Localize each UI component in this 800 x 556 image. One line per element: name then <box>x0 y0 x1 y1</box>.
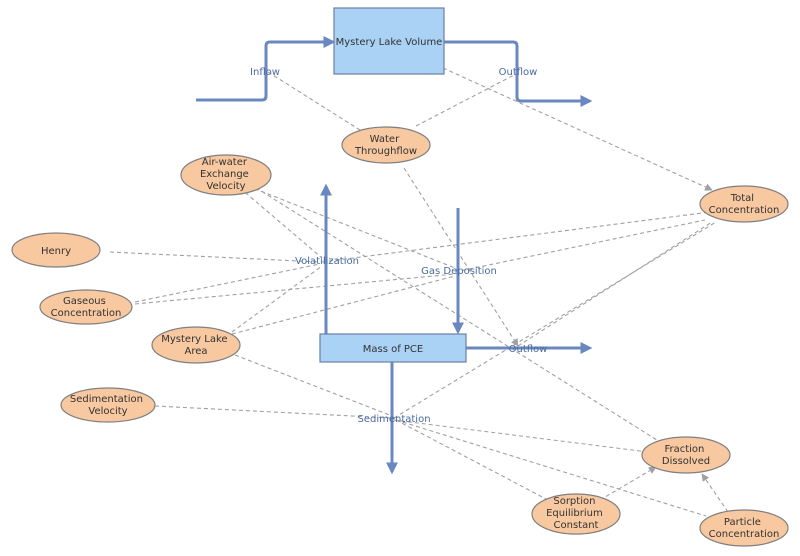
link-area-volatilization <box>231 265 323 333</box>
flow-label-gas-deposition[interactable]: Gas Deposition <box>421 266 497 277</box>
link-area-deposition <box>231 275 456 335</box>
henry-label: Henry <box>41 246 71 257</box>
svg-text:Mystery Lake Area: Mystery Lake Area <box>161 334 231 357</box>
link-particle-sedimentation <box>395 419 707 517</box>
svg-text:Sedimentation Velocity: Sedimentation Velocity <box>70 394 146 417</box>
flow-labels: Inflow Outflow Volatilization Gas Deposi… <box>250 67 547 425</box>
inflow-pipe <box>196 36 336 102</box>
svg-text:Water Throughflow: Water Throughflow <box>354 134 417 157</box>
variable-lake-area[interactable]: Mystery Lake Area <box>151 326 241 364</box>
total-conc-line1: Total <box>730 193 754 204</box>
outflow-top-pipe <box>444 40 593 107</box>
svg-text:Sorption Equilibrium: Sorption Equilibrium Constant <box>546 496 606 531</box>
particle-line2: Concentration <box>709 529 780 540</box>
link-fraction-sedimentation <box>393 419 649 453</box>
link-sorption-fraction <box>599 466 657 501</box>
sorption-line3: Constant <box>554 520 599 531</box>
variable-water-throughflow[interactable]: Water Throughflow <box>341 126 431 164</box>
water-throughflow-line1: Water <box>370 134 400 145</box>
link-total-outflow <box>517 221 713 347</box>
dependency-links <box>109 67 729 517</box>
variable-total-concentration[interactable]: Total Concentration <box>699 185 789 223</box>
link-total-volatilization <box>321 211 711 263</box>
flow-label-volatilization[interactable]: Volatilization <box>295 256 359 267</box>
link-gaseous-volatilization <box>134 263 321 303</box>
link-inflow-throughflow <box>267 71 361 131</box>
lake-area-line1: Mystery Lake <box>161 334 227 345</box>
stock-lake-volume[interactable]: Mystery Lake Volume <box>333 7 445 75</box>
link-airwater-deposition <box>247 185 456 269</box>
flows <box>196 36 593 475</box>
variable-sorption-constant[interactable]: Sorption Equilibrium Constant <box>531 493 621 535</box>
link-sorption-sedimentation <box>395 419 549 501</box>
sorption-line2: Equilibrium <box>546 508 603 519</box>
link-henry-volatilization <box>109 251 321 263</box>
variable-gaseous-concentration[interactable]: Gaseous Concentration <box>39 289 133 325</box>
link-volume-total <box>442 67 713 191</box>
fraction-line1: Fraction <box>664 444 704 455</box>
air-water-line2: Exchange <box>200 169 249 180</box>
variable-sedimentation-velocity[interactable]: Sedimentation Velocity <box>60 387 156 423</box>
variable-henry[interactable]: Henry <box>11 232 101 268</box>
link-throughflow-outflowtop <box>415 73 517 127</box>
lake-area-line2: Area <box>184 346 207 357</box>
stock-lake-volume-label: Mystery Lake Volume <box>336 37 443 48</box>
flow-label-outflow-mid[interactable]: Outflow <box>509 344 548 355</box>
link-total-deposition <box>454 219 706 273</box>
svg-text:Fraction Dissolved: Fraction Dissolved <box>662 444 710 467</box>
variable-fraction-dissolved[interactable]: Fraction Dissolved <box>641 436 731 474</box>
link-sedvelocity-sedimentation <box>154 405 393 419</box>
sorption-line1: Sorption <box>553 496 595 507</box>
svg-text:Particle Concentration: Particle Concentration <box>709 517 780 540</box>
particle-line1: Particle <box>724 517 761 528</box>
variable-particle-concentration[interactable]: Particle Concentration <box>699 509 789 547</box>
link-throughflow-outflow <box>403 167 519 347</box>
gaseous-line2: Concentration <box>51 308 122 319</box>
svg-text:Total Concentration: Total Concentration <box>709 193 780 216</box>
sed-velocity-line1: Sedimentation <box>70 394 143 405</box>
air-water-line3: Velocity <box>206 181 245 192</box>
flow-label-sedimentation[interactable]: Sedimentation <box>357 414 430 425</box>
stock-mass-pce[interactable]: Mass of PCE <box>319 333 467 363</box>
svg-text:Air-water Exchange: Air-water Exchange Velocity <box>200 157 252 192</box>
sed-velocity-line2: Velocity <box>88 406 127 417</box>
total-conc-line2: Concentration <box>709 205 780 216</box>
fraction-line2: Dissolved <box>662 456 710 467</box>
stock-mass-pce-label: Mass of PCE <box>363 344 424 355</box>
link-particle-fraction <box>701 473 729 513</box>
link-airwater-fraction <box>249 183 661 443</box>
flow-label-outflow-top[interactable]: Outflow <box>499 67 538 78</box>
link-total-sedimentation <box>393 221 717 419</box>
variable-air-water-velocity[interactable]: Air-water Exchange Velocity <box>180 154 272 196</box>
water-throughflow-line2: Throughflow <box>354 146 417 157</box>
svg-text:Gaseous Concentration: Gaseous Concentration <box>51 296 122 319</box>
link-gaseous-deposition <box>134 273 456 305</box>
flow-label-inflow[interactable]: Inflow <box>250 67 280 78</box>
air-water-line1: Air-water <box>202 157 248 168</box>
link-area-sedimentation <box>234 354 393 417</box>
link-airwater-volatilization <box>239 187 323 259</box>
gaseous-line1: Gaseous <box>63 296 106 307</box>
